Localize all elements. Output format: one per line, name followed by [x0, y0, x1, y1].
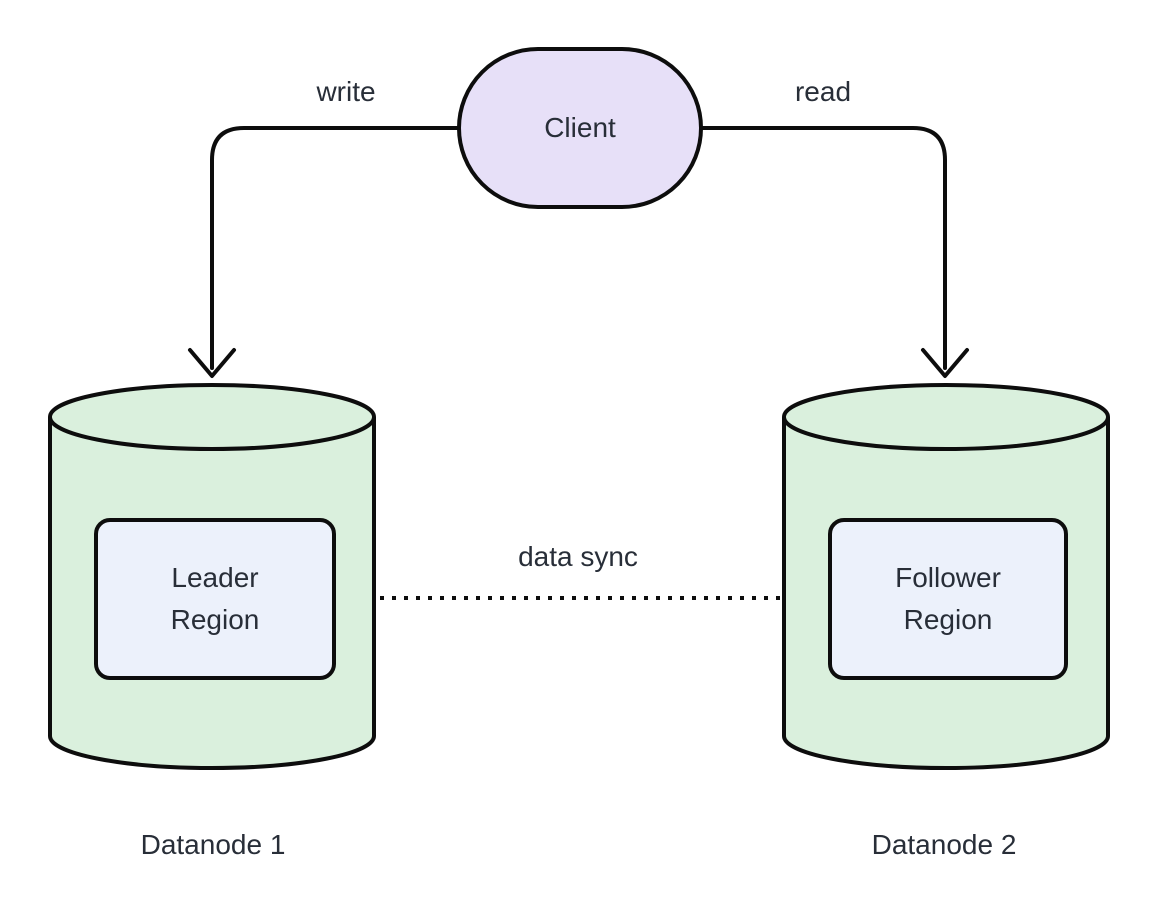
write-edge [210, 126, 461, 370]
follower-region-label: Follower Region [895, 562, 1001, 635]
datanode1-cylinder-top [48, 383, 376, 451]
read-arrowhead-icon [921, 348, 969, 378]
datanode2-cylinder-top [782, 383, 1110, 451]
read-edge-label: read [794, 76, 852, 107]
write-edge-label: write [316, 76, 376, 107]
data-sync-edge-label: data sync [518, 541, 638, 572]
write-arrowhead-icon [188, 348, 236, 378]
client-node [457, 47, 703, 209]
client-node-label: Client [544, 112, 616, 143]
leader-region-box [94, 518, 336, 680]
read-edge [699, 126, 947, 370]
leader-region-label: Leader Region [170, 562, 260, 635]
datanode2-label: Datanode 2 [871, 829, 1017, 860]
follower-region-box [828, 518, 1068, 680]
datanode1-label: Datanode 1 [140, 829, 286, 860]
